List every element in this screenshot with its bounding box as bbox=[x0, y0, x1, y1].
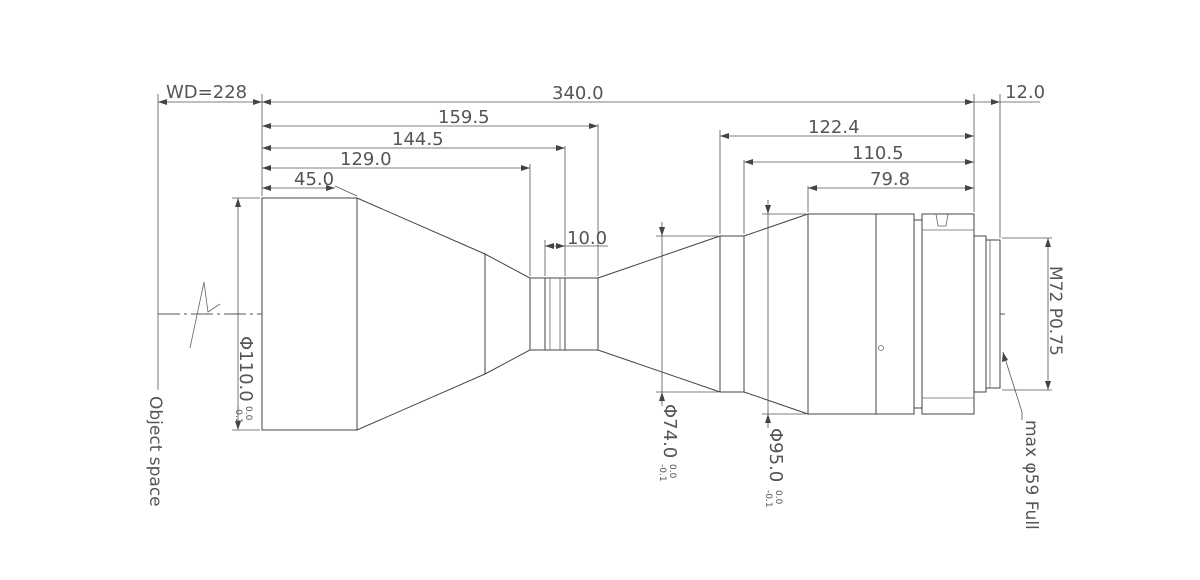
tol-dia-95-upper: 0.0 bbox=[773, 490, 783, 505]
label-max-image: max φ59 Full bbox=[1021, 420, 1041, 530]
tol-dia-74-upper: 0.0 bbox=[667, 464, 677, 479]
diameter-dimensions: Φ110.0 0.0 -0.1 Φ74.0 0.0 -0.1 Φ95.0 0.0… bbox=[233, 198, 1065, 508]
rear-section-74 bbox=[719, 235, 745, 393]
lens-body bbox=[261, 197, 1001, 431]
label-total-length: 340.0 bbox=[552, 83, 604, 104]
label-122: 122.4 bbox=[808, 117, 860, 138]
label-object-space: Object space bbox=[145, 396, 165, 507]
rear-section-flare bbox=[743, 213, 809, 415]
tol-dia-95-lower: -0.1 bbox=[763, 490, 773, 508]
rear-mount-ring bbox=[921, 213, 975, 415]
waist-groove bbox=[544, 277, 566, 351]
label-dia-95: Φ95.0 bbox=[765, 428, 786, 482]
front-taper bbox=[356, 197, 486, 431]
label-144: 144.5 bbox=[392, 129, 444, 150]
rear-barrel-95 bbox=[807, 213, 877, 415]
thread-lip bbox=[985, 239, 1001, 389]
screw-icon bbox=[878, 345, 884, 351]
thread-mount bbox=[973, 235, 987, 393]
label-thread: M72 P0.75 bbox=[1045, 266, 1065, 356]
label-back-offset: 12.0 bbox=[1005, 82, 1045, 103]
label-dia-74: Φ74.0 bbox=[659, 404, 680, 458]
rear-taper bbox=[597, 235, 721, 393]
waist-taper bbox=[484, 253, 531, 375]
front-barrel bbox=[261, 197, 358, 431]
label-dia-110: Φ110.0 bbox=[235, 336, 256, 402]
length-dimensions: WD=228 340.0 12.0 159.5 144.5 129.0 45.0 bbox=[158, 82, 1045, 249]
label-45: 45.0 bbox=[294, 169, 334, 190]
tol-dia-74-lower: -0.1 bbox=[657, 464, 667, 482]
label-79: 79.8 bbox=[870, 169, 910, 190]
label-110: 110.5 bbox=[852, 143, 904, 164]
annotations: max φ59 Full Object space bbox=[145, 351, 1041, 530]
waist-ring bbox=[529, 277, 546, 351]
waist-collar bbox=[564, 277, 599, 351]
tol-dia-110-upper: 0.0 bbox=[243, 406, 253, 421]
rear-barrel-step bbox=[913, 219, 923, 409]
tol-dia-110-lower: -0.1 bbox=[233, 406, 243, 424]
label-10: 10.0 bbox=[567, 228, 607, 249]
rear-barrel-band bbox=[875, 213, 915, 415]
leader-max-image bbox=[1002, 351, 1023, 420]
label-wd: WD=228 bbox=[166, 82, 247, 103]
label-129: 129.0 bbox=[340, 149, 392, 170]
label-159: 159.5 bbox=[438, 107, 490, 128]
